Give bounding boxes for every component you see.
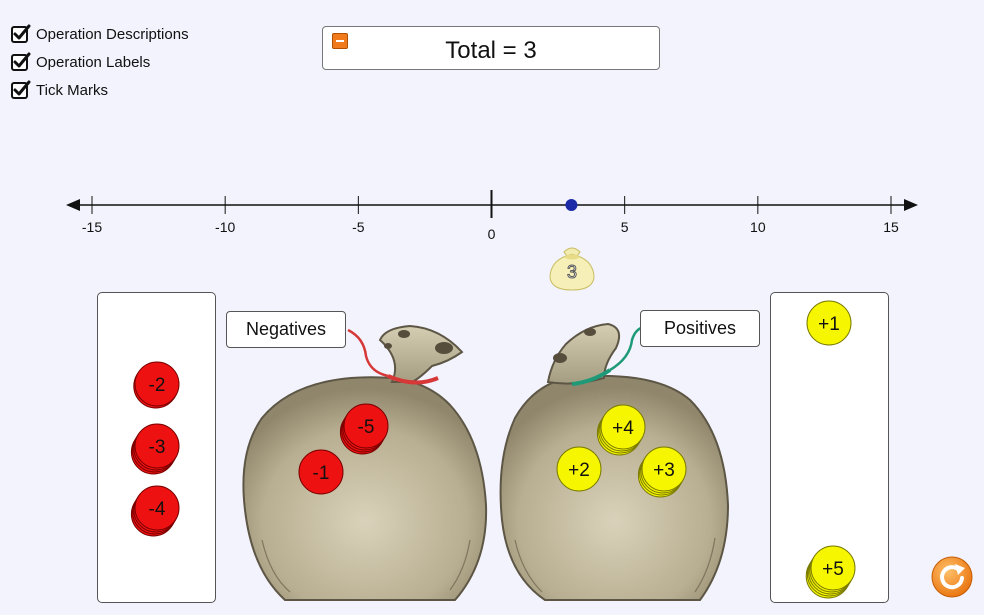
positive-coin[interactable]: +5	[805, 545, 856, 599]
check-icon	[11, 24, 31, 43]
positive-coin[interactable]: +4	[596, 404, 646, 456]
negative-coin[interactable]: -5	[339, 403, 389, 455]
coin-label: -4	[149, 499, 166, 520]
value-marker-bag[interactable]: 3	[546, 240, 598, 292]
marker-bag-label: 3	[567, 262, 577, 282]
check-icon	[11, 80, 31, 99]
negative-coin[interactable]: -1	[298, 449, 344, 495]
negatives-bag	[242, 324, 488, 601]
coin-label: +2	[568, 460, 590, 481]
tick-label: -10	[215, 219, 236, 235]
bags-layer: -5 -1 +4 +2 +3 -2 -3 -4 +1 +5	[130, 300, 856, 601]
positives-label: Positives	[640, 310, 760, 347]
coin-label: +4	[612, 418, 634, 439]
tick-label: 15	[883, 219, 899, 235]
total-panel: Total = 3	[322, 26, 660, 70]
number-line	[66, 190, 918, 218]
tick-label: 0	[487, 226, 496, 242]
checkbox-label: Operation Labels	[36, 53, 151, 71]
left-arrow-icon	[66, 199, 80, 211]
checkbox-label: Operation Descriptions	[36, 25, 189, 43]
checkbox-label: Tick Marks	[36, 81, 108, 99]
checkbox-operation-labels[interactable]: Operation Labels	[10, 51, 150, 73]
check-icon	[11, 52, 31, 71]
tick-label: -5	[352, 219, 365, 235]
checkbox-operation-descriptions[interactable]: Operation Descriptions	[10, 23, 189, 45]
coin-label: +5	[822, 559, 844, 580]
number-line-point[interactable]	[565, 199, 578, 211]
coin-label: +1	[818, 314, 840, 335]
coin-label: -5	[358, 417, 375, 438]
coin-label: -2	[149, 375, 166, 396]
negatives-label: Negatives	[226, 311, 346, 348]
tick-label: 10	[750, 219, 766, 235]
checkbox-tick-marks[interactable]: Tick Marks	[10, 79, 108, 101]
right-arrow-icon	[904, 199, 918, 211]
negative-coin[interactable]: -3	[130, 423, 180, 475]
positive-coin[interactable]: +1	[806, 300, 852, 346]
minus-icon[interactable]	[332, 33, 348, 49]
coin-label: +3	[653, 460, 675, 481]
total-text: Total = 3	[445, 37, 537, 64]
coin-label: -1	[313, 463, 330, 484]
tick-label: -15	[81, 219, 103, 235]
positive-coin[interactable]: +2	[556, 446, 602, 492]
reset-icon[interactable]	[931, 556, 973, 598]
negative-coin[interactable]: -2	[133, 361, 180, 409]
positive-coin[interactable]: +3	[637, 446, 687, 498]
tick-label: 5	[620, 219, 629, 235]
positives-bag	[499, 322, 730, 601]
negative-coin[interactable]: -4	[130, 485, 180, 537]
coin-label: -3	[149, 437, 166, 458]
